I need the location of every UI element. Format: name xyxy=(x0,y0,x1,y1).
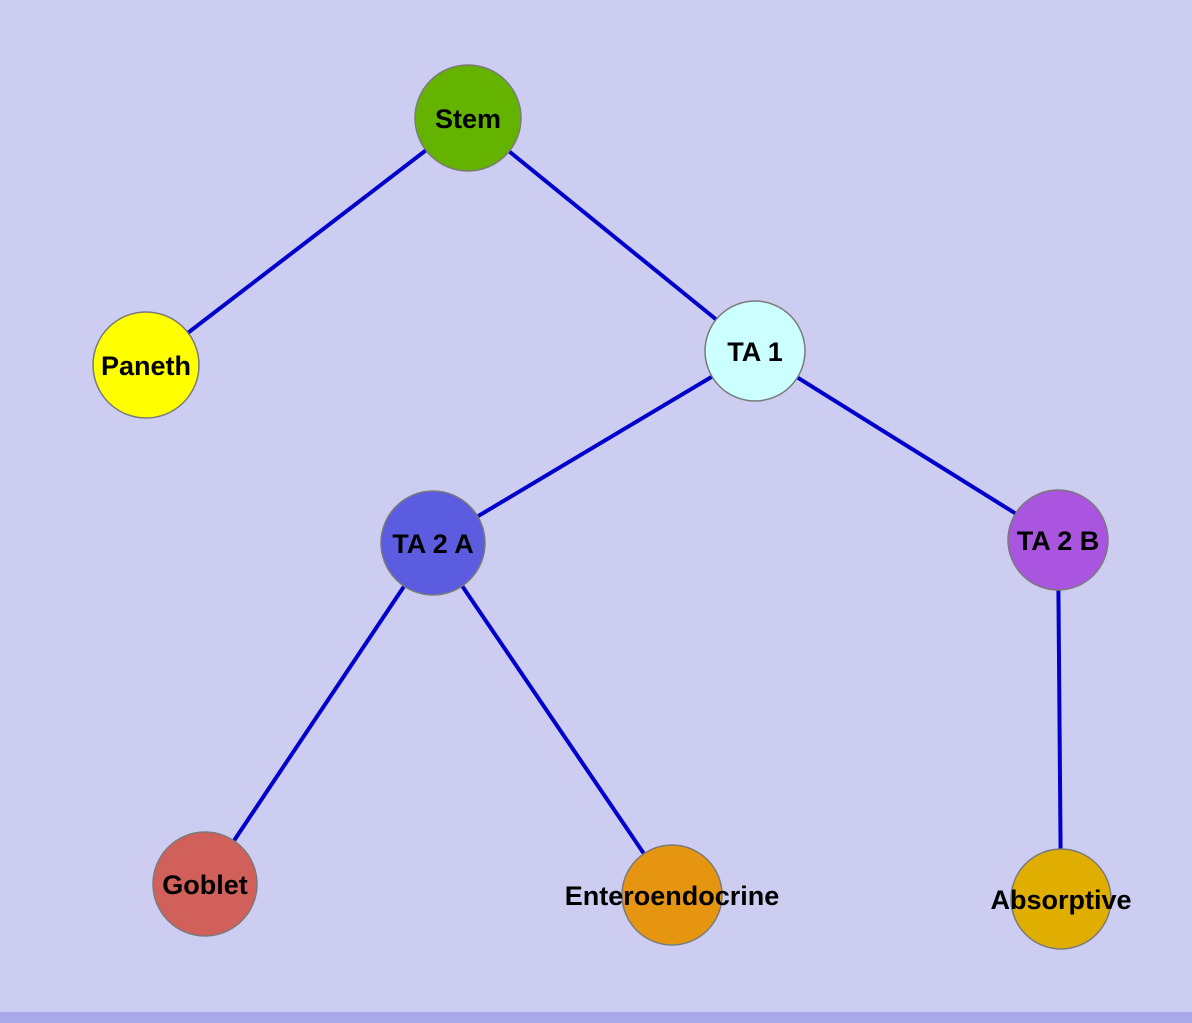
edge-ta2a-to-goblet[interactable] xyxy=(203,541,435,886)
node-circle-goblet[interactable] xyxy=(152,831,258,937)
node-paneth[interactable]: Paneth xyxy=(92,311,200,419)
edge-stem-to-paneth[interactable] xyxy=(144,116,470,367)
node-ta2a[interactable]: TA 2 A xyxy=(380,490,486,596)
edge-layer xyxy=(144,116,1063,900)
node-circle-enteroendocrine[interactable] xyxy=(621,844,723,946)
node-circle-stem[interactable] xyxy=(414,64,522,172)
node-absorptive[interactable]: Absorptive xyxy=(990,848,1132,950)
node-enteroendocrine[interactable]: Enteroendocrine xyxy=(565,844,780,946)
node-circle-paneth[interactable] xyxy=(92,311,200,419)
edge-stem-to-ta1[interactable] xyxy=(466,116,757,353)
edge-ta2a-to-enteroendocrine[interactable] xyxy=(431,541,674,897)
edge-ta2b-to-absorptive[interactable] xyxy=(1056,539,1063,900)
node-ta2b[interactable]: TA 2 B xyxy=(1007,489,1109,591)
edge-ta1-to-ta2b[interactable] xyxy=(753,349,1060,542)
node-ta1[interactable]: TA 1 xyxy=(704,300,806,402)
node-circle-absorptive[interactable] xyxy=(1010,848,1112,950)
edge-ta1-to-ta2a[interactable] xyxy=(431,349,757,545)
canvas-bottom-edge xyxy=(0,1012,1192,1023)
node-goblet[interactable]: Goblet xyxy=(152,831,258,937)
node-circle-ta2b[interactable] xyxy=(1007,489,1109,591)
node-circle-ta2a[interactable] xyxy=(380,490,486,596)
node-stem[interactable]: Stem xyxy=(414,64,522,172)
node-circle-ta1[interactable] xyxy=(704,300,806,402)
